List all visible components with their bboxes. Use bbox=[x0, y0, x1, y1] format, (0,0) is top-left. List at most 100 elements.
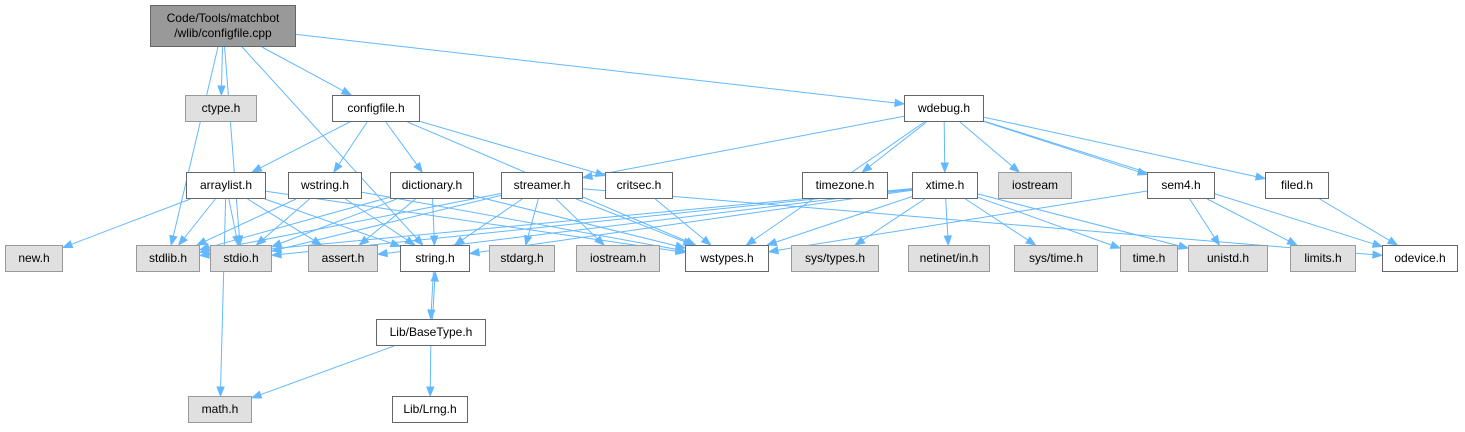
node-time-h[interactable]: time.h bbox=[1120, 245, 1178, 272]
edge-arrowhead-xtime-to-string bbox=[468, 248, 480, 257]
node-odevice-h[interactable]: odevice.h bbox=[1382, 245, 1458, 272]
edge-dictionary-to-string bbox=[432, 198, 435, 237]
edge-arrowhead-wdebug-to-odevice bbox=[1371, 239, 1384, 248]
node-sys-time-h[interactable]: sys/time.h bbox=[1014, 245, 1098, 272]
node-string-h[interactable]: string.h bbox=[400, 245, 470, 272]
edge-arrowhead-dictionary-to-stdio bbox=[270, 239, 283, 248]
node-streamer-h[interactable]: streamer.h bbox=[501, 172, 583, 199]
edge-arraylist-to-assert bbox=[247, 198, 314, 241]
edge-critsec-to-wstypes bbox=[654, 198, 705, 240]
edge-arrowhead-dictionary-to-string bbox=[429, 235, 439, 247]
edge-arrowhead-arraylist-to-new bbox=[61, 240, 74, 248]
edge-arrowhead-wdebug-to-xtime bbox=[940, 162, 949, 174]
edge-arraylist-to-stdlib bbox=[183, 198, 216, 239]
edge-dictionary-to-stdlib bbox=[208, 196, 391, 248]
edge-xtime-to-string bbox=[478, 189, 913, 253]
edge-streamer-to-wstypes bbox=[576, 198, 685, 243]
edge-xtime-to-wstypes bbox=[775, 196, 913, 243]
edge-arrowhead-wdebug-to-timezone bbox=[861, 162, 873, 173]
edge-wstring-to-stdlib bbox=[204, 198, 297, 242]
edge-arrowhead-streamer-to-odevice bbox=[1372, 250, 1384, 259]
edge-arrowhead-wstring-to-stdlib bbox=[195, 237, 208, 246]
edge-wstring-to-string bbox=[345, 198, 408, 241]
edge-xtime-to-unistd bbox=[977, 193, 1180, 247]
node-filed-h[interactable]: filed.h bbox=[1265, 172, 1329, 199]
edge-dictionary-to-assert bbox=[366, 198, 416, 240]
node-sem4-h[interactable]: sem4.h bbox=[1147, 172, 1215, 199]
edge-xtime-to-stdlib bbox=[208, 188, 913, 256]
edge-root-to-configfile bbox=[261, 46, 344, 92]
node-lib-basetype-h[interactable]: Lib/BaseType.h bbox=[376, 319, 486, 346]
node-timezone-h[interactable]: timezone.h bbox=[802, 172, 888, 199]
edge-arrowhead-arraylist-to-math bbox=[216, 386, 225, 398]
node-netinet-in-h[interactable]: netinet/in.h bbox=[908, 245, 990, 272]
edge-arrowhead-root-to-ctype bbox=[217, 85, 226, 97]
node-wstring-h[interactable]: wstring.h bbox=[288, 172, 362, 199]
edge-wdebug-to-streamer bbox=[591, 115, 905, 177]
edge-arrowhead-root-to-wdebug bbox=[894, 98, 906, 108]
edge-root-to-ctype bbox=[221, 46, 223, 87]
edge-arrowhead-streamer-to-iostream_h bbox=[594, 235, 605, 246]
edge-configfile-to-arraylist bbox=[260, 121, 350, 169]
edge-dictionary-to-stdio bbox=[280, 198, 397, 244]
node-wstypes-h[interactable]: wstypes.h bbox=[685, 245, 769, 272]
edge-arrowhead-xtime-to-wstypes bbox=[766, 237, 778, 247]
edge-arrowhead-xtime-to-systime bbox=[1025, 236, 1037, 246]
node-sys-types-h[interactable]: sys/types.h bbox=[791, 245, 879, 272]
edge-dictionary-to-wstypes bbox=[473, 195, 677, 247]
edge-arrowhead-xtime-to-systypes bbox=[854, 236, 866, 246]
edge-arrowhead-string-to-basetype bbox=[427, 309, 436, 321]
edge-streamer-to-stdio bbox=[280, 194, 502, 250]
node-assert-h[interactable]: assert.h bbox=[308, 245, 378, 272]
node-stdlib-h[interactable]: stdlib.h bbox=[136, 245, 200, 272]
edge-wstring-to-wstypes bbox=[361, 191, 677, 250]
node-critsec-h[interactable]: critsec.h bbox=[605, 172, 673, 199]
node-wdebug-h[interactable]: wdebug.h bbox=[904, 95, 984, 122]
edge-basetype-to-math bbox=[260, 345, 395, 396]
edge-configfile-to-critsec bbox=[419, 120, 597, 174]
edge-arrowhead-xtime-to-time bbox=[1109, 240, 1122, 249]
edge-sem4-to-limits bbox=[1207, 198, 1289, 242]
edge-arrowhead-sem4-to-unistd bbox=[1210, 234, 1221, 247]
edge-xtime-to-systime bbox=[965, 198, 1029, 241]
edge-xtime-to-netinet bbox=[945, 198, 949, 237]
edge-root-to-stdlib bbox=[172, 46, 219, 237]
edge-arraylist-to-wstypes bbox=[265, 190, 677, 252]
node-math-h[interactable]: math.h bbox=[188, 396, 252, 423]
node-stdarg-h[interactable]: stdarg.h bbox=[489, 245, 555, 272]
edge-arrowhead-configfile-to-wstring bbox=[333, 161, 343, 174]
edge-wdebug-to-filed bbox=[983, 116, 1257, 178]
node-limits-h[interactable]: limits.h bbox=[1290, 245, 1356, 272]
edge-arrowhead-xtime-to-assert bbox=[376, 248, 388, 258]
node-lib-lrng-h[interactable]: Lib/Lrng.h bbox=[392, 396, 468, 423]
node-ctype-h[interactable]: ctype.h bbox=[185, 95, 257, 122]
edge-arraylist-to-new bbox=[71, 198, 191, 245]
node-iostream[interactable]: iostream bbox=[998, 172, 1072, 199]
edge-arrowhead-xtime-to-stdio bbox=[270, 250, 282, 259]
edge-streamer-to-stdarg bbox=[527, 198, 539, 237]
node-new-h[interactable]: new.h bbox=[5, 245, 63, 272]
edge-arrowhead-basetype-to-lrng bbox=[426, 386, 435, 398]
edge-sem4-to-wstypes bbox=[777, 190, 1148, 251]
edge-root-to-string bbox=[241, 46, 417, 239]
edge-arrowhead-wdebug-to-iostream_a bbox=[1009, 162, 1021, 173]
node-arraylist-h[interactable]: arraylist.h bbox=[186, 172, 266, 199]
edge-arrowhead-critsec-to-wstypes bbox=[700, 235, 712, 246]
edge-xtime-to-systypes bbox=[862, 198, 925, 241]
node-dictionary-h[interactable]: dictionary.h bbox=[390, 172, 474, 199]
edge-configfile-to-wstring bbox=[338, 121, 368, 165]
edge-arrowhead-xtime-to-netinet bbox=[943, 235, 953, 247]
node-configfile-h[interactable]: configfile.h bbox=[332, 95, 420, 122]
edge-arrowhead-configfile-to-dictionary bbox=[413, 161, 424, 174]
edge-arraylist-to-math bbox=[220, 198, 227, 388]
edge-arrowhead-configfile-to-arraylist bbox=[251, 163, 263, 173]
node-unistd-h[interactable]: unistd.h bbox=[1188, 245, 1268, 272]
node-xtime-h[interactable]: xtime.h bbox=[912, 172, 978, 199]
edge-arrowhead-root-to-configfile bbox=[340, 86, 353, 96]
edge-streamer-to-odevice bbox=[582, 188, 1374, 256]
node-stdio-h[interactable]: stdio.h bbox=[210, 245, 272, 272]
node-root-configfile-cpp[interactable]: Code/Tools/matchbot /wlib/configfile.cpp bbox=[150, 5, 296, 47]
edge-root-to-wdebug bbox=[295, 33, 896, 104]
node-iostream-h[interactable]: iostream.h bbox=[576, 245, 660, 272]
